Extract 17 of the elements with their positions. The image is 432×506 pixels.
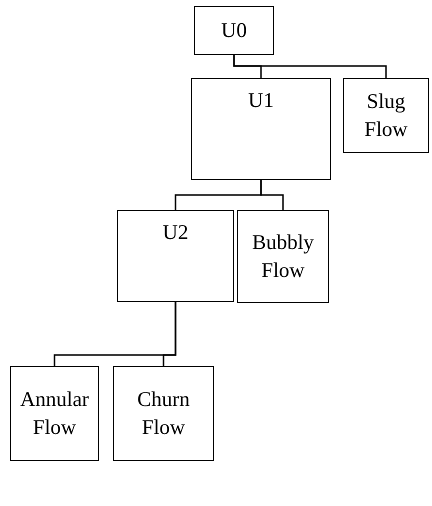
node-label: U1 <box>248 87 274 114</box>
connector-line <box>233 55 387 78</box>
node-label: Bubbly Flow <box>251 229 315 284</box>
node-label: Churn Flow <box>136 386 191 440</box>
node-label: U0 <box>221 16 247 44</box>
tree-box <box>117 210 234 302</box>
connector-line <box>260 180 284 210</box>
tree-box <box>10 366 99 461</box>
tree-box <box>237 210 329 303</box>
tree-box <box>343 78 429 153</box>
node-label: U2 <box>162 219 188 246</box>
tree-box <box>191 78 331 180</box>
connector-line <box>162 302 176 366</box>
node-label: Slug Flow <box>363 88 409 142</box>
node-label: Annular Flow <box>19 386 90 440</box>
tree-box <box>113 366 214 461</box>
tree-box <box>194 6 274 55</box>
